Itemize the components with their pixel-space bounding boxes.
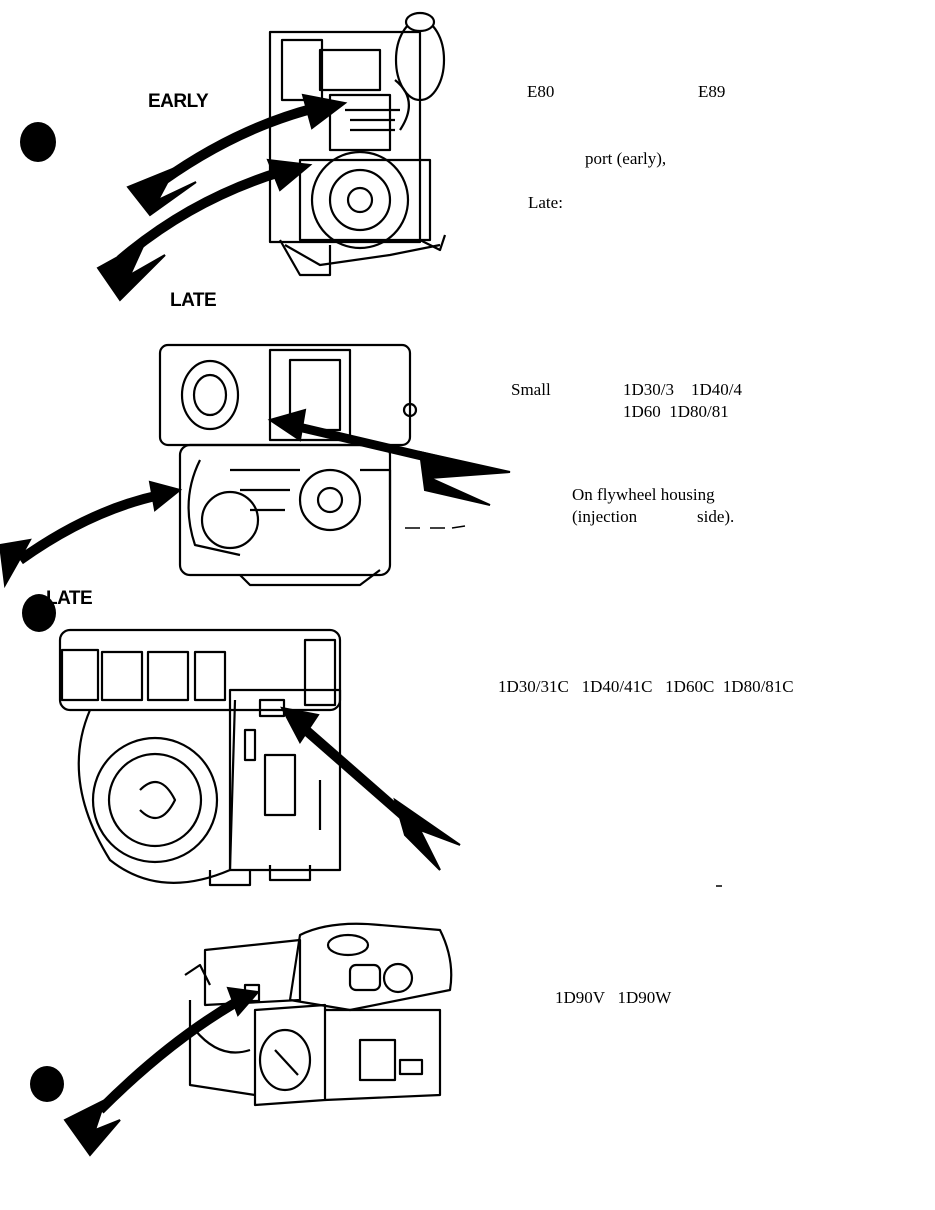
label-late-mid: LATE bbox=[46, 588, 93, 609]
engine-drawing-early bbox=[268, 11, 447, 277]
engine-drawing-cased bbox=[58, 628, 342, 887]
late-text: Late: bbox=[528, 193, 563, 212]
models-row-2: 1D60 1D80/81 bbox=[623, 402, 729, 421]
small-text: Small bbox=[511, 380, 551, 399]
models-section-4: 1D90V 1D90W bbox=[555, 988, 672, 1007]
model-e80: E80 bbox=[527, 82, 555, 101]
engine-drawing-vertical bbox=[184, 922, 453, 1107]
bullet-dot-2 bbox=[22, 594, 56, 632]
label-early: EARLY bbox=[148, 91, 209, 112]
bullet-dot-1 bbox=[20, 122, 56, 162]
stray-marks bbox=[405, 525, 722, 887]
bullet-dot-3 bbox=[30, 1066, 64, 1102]
indicator-arrows bbox=[0, 93, 511, 1157]
model-e89: E89 bbox=[698, 82, 726, 101]
location-line-1: On flywheel housing bbox=[572, 485, 715, 504]
location-line-2b: side). bbox=[697, 507, 735, 526]
models-section-3: 1D30/31C 1D40/41C 1D60C 1D80/81C bbox=[498, 677, 794, 696]
engine-drawing-late bbox=[158, 343, 418, 587]
models-row-1: 1D30/3 1D40/4 bbox=[623, 380, 742, 399]
location-line-2a: (injection bbox=[572, 507, 638, 526]
port-early-text: port (early), bbox=[585, 149, 667, 168]
label-late-top: LATE bbox=[170, 290, 217, 311]
